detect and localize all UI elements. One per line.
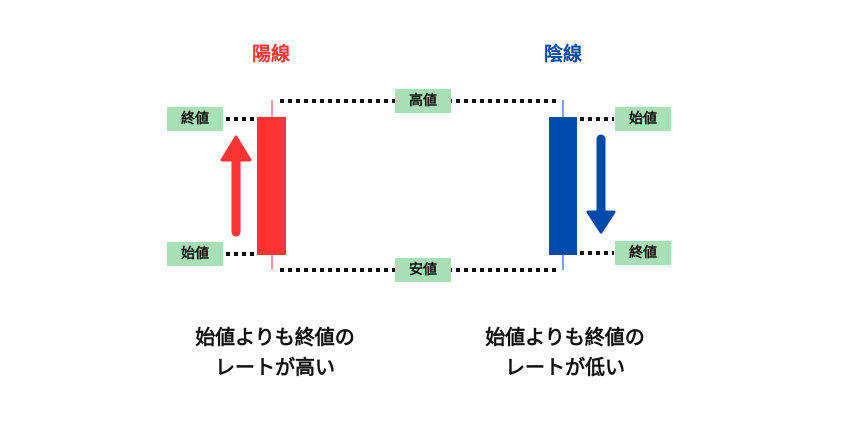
low-tag: 安値 xyxy=(395,258,451,282)
bearish-close-tag: 終値 xyxy=(615,241,671,265)
bearish-title: 陰線 xyxy=(543,43,582,65)
bearish-caption-line2: レートが低い xyxy=(505,355,625,379)
bullish-caption: 始値よりも終値の レートが高い xyxy=(155,322,395,382)
bearish-caption: 始値よりも終値の レートが低い xyxy=(445,322,685,382)
bullish-open-tag: 始値 xyxy=(167,242,223,266)
bullish-candle-body xyxy=(257,117,286,255)
high-tag: 高値 xyxy=(395,89,451,113)
bullish-caption-line2: レートが高い xyxy=(215,355,335,379)
bearish-caption-line1: 始値よりも終値の xyxy=(485,325,645,349)
bullish-title: 陽線 xyxy=(251,43,290,65)
arrow-up-icon xyxy=(220,135,252,237)
bullish-close-tag: 終値 xyxy=(167,107,223,131)
bearish-open-tag: 始値 xyxy=(615,107,671,131)
bearish-candle-body xyxy=(549,117,577,255)
arrow-down-icon xyxy=(586,134,616,234)
bullish-caption-line1: 始値よりも終値の xyxy=(195,325,355,349)
